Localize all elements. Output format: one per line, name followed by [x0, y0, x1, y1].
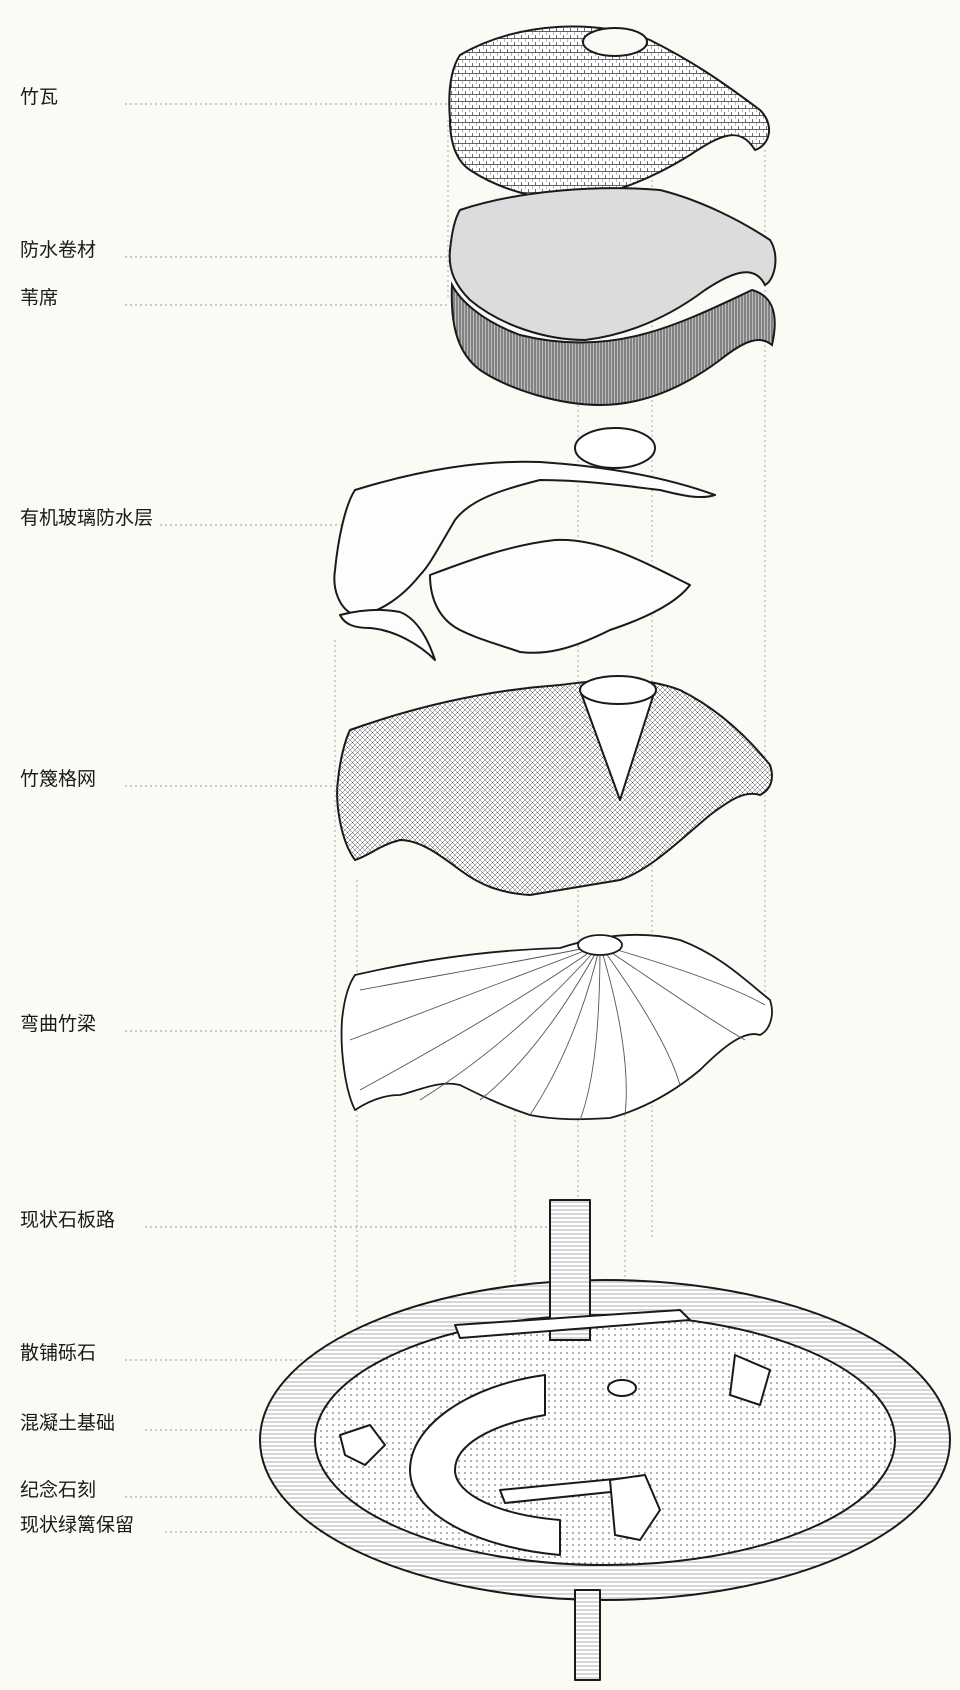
label-memorial-stone: 纪念石刻 — [20, 1479, 97, 1501]
label-waterproof-membrane: 防水卷材 — [20, 239, 97, 261]
rock — [339, 1424, 386, 1466]
stone-path-south — [574, 1589, 601, 1681]
label-hedge: 现状绿篱保留 — [20, 1514, 135, 1536]
label-stone-path: 现状石板路 — [20, 1209, 116, 1231]
label-gravel: 散铺砾石 — [20, 1342, 97, 1364]
bamboo-tile-roof — [448, 25, 770, 201]
label-acrylic-waterproof-layer: 有机玻璃防水层 — [20, 507, 154, 529]
stone-path — [549, 1199, 591, 1341]
label-curved-bamboo-beam: 弯曲竹梁 — [20, 1013, 97, 1035]
ground-base — [259, 1199, 951, 1681]
curved-bamboo-beams — [340, 933, 773, 1121]
memorial-stone — [609, 1474, 661, 1541]
acrylic-waterproof-layer — [333, 427, 716, 661]
bamboo-grid — [336, 675, 773, 896]
waterproof-membrane — [448, 187, 777, 342]
label-bamboo-tile: 竹瓦 — [20, 86, 59, 108]
bench-north — [454, 1309, 691, 1339]
label-reed-mat: 苇席 — [20, 287, 59, 309]
label-bamboo-grid: 竹篾格网 — [20, 768, 97, 790]
concrete-base-arc — [409, 1374, 561, 1556]
label-concrete-base: 混凝土基础 — [20, 1412, 116, 1434]
bench-east — [729, 1354, 771, 1406]
center-column — [607, 1379, 637, 1397]
reed-mat — [450, 281, 776, 407]
